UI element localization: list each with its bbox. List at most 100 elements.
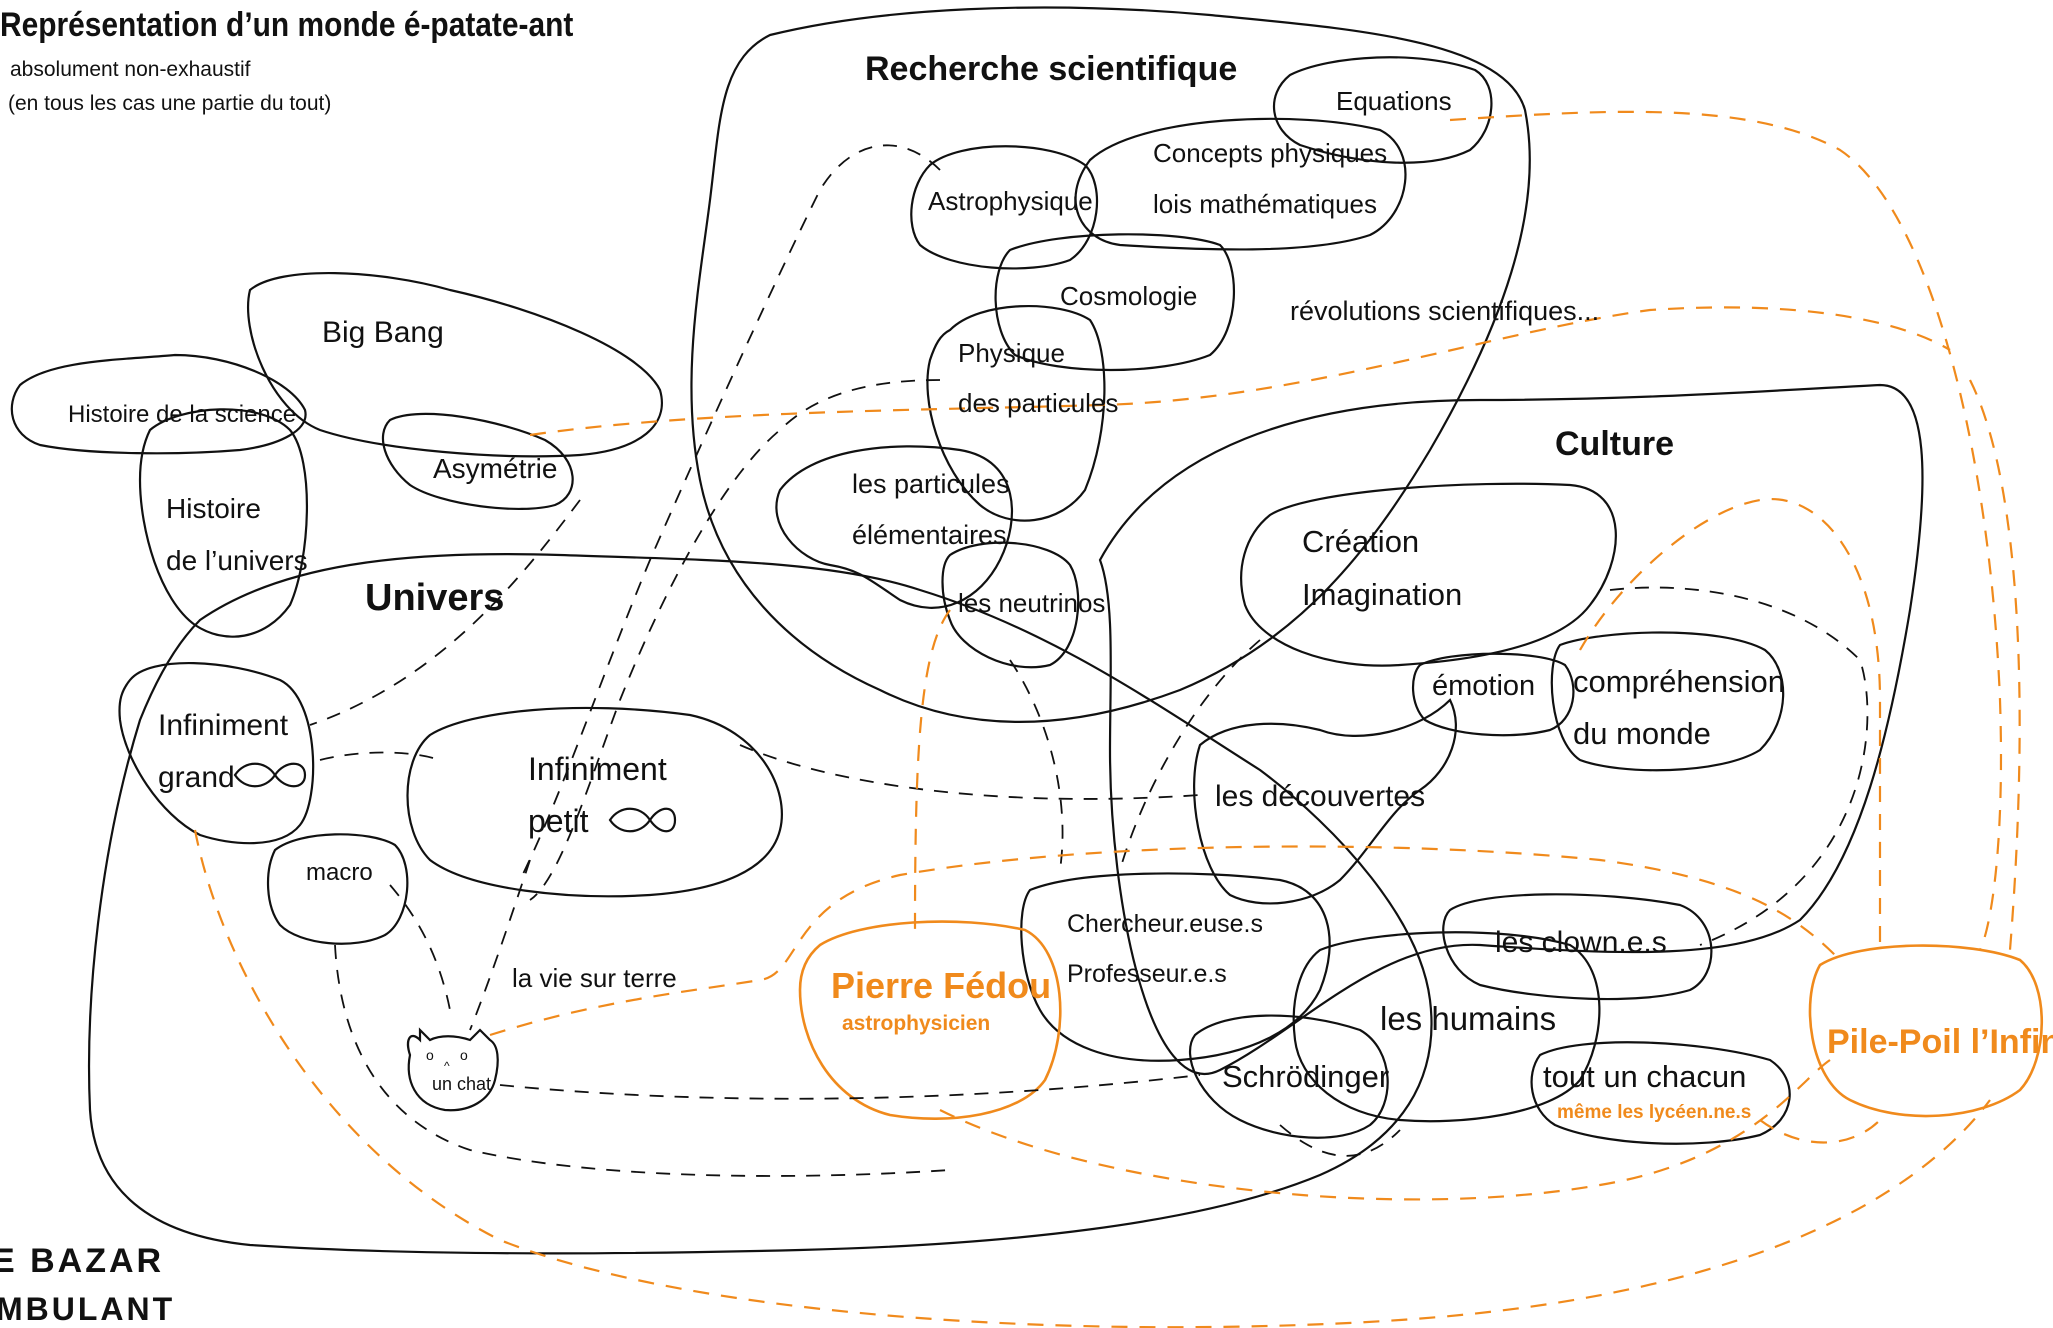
infinity-icon-grand: [233, 762, 307, 788]
connection-petit-decouvertes: [739, 744, 1201, 800]
label-physique: Physique: [958, 338, 1065, 368]
connection-petit-chat: [469, 859, 531, 1031]
label-macro: macro: [306, 859, 373, 886]
connection-chat-schrodinger: [499, 1074, 1201, 1100]
label-neutrinos: les neutrinos: [958, 588, 1105, 618]
label-histoire-science: Histoire de la science: [68, 401, 296, 428]
big-bang-blob: [247, 271, 663, 458]
label-big-bang: Big Bang: [322, 316, 444, 349]
orange-connection-grand-bottom: [193, 829, 1991, 1328]
cluster-culture: Culture: [1555, 425, 1674, 463]
connection-physique-vie: [529, 379, 941, 901]
connection-macro-down: [334, 944, 951, 1177]
label-decouvertes: les découvertes: [1215, 780, 1425, 813]
bazar-logo: E BAZAR MBULANT: [0, 1242, 172, 1327]
comprehension-monde-blob: [1550, 631, 1785, 772]
orange-connection-equations-pilepoil: [1449, 110, 2003, 951]
label-du-monde: du monde: [1573, 716, 1711, 751]
astrophysique-blob: [910, 145, 1099, 270]
label-creation: Création: [1302, 524, 1419, 559]
label-histoire: Histoire: [166, 493, 261, 524]
schrodinger-blob: [1189, 1014, 1389, 1139]
label-elementaires: élémentaires: [852, 520, 1007, 550]
label-des-particules: des particules: [958, 388, 1118, 418]
label-infiniment-petit-1: Infiniment: [528, 751, 667, 787]
infiniment-grand-blob: [118, 661, 315, 845]
culture-blob: [1098, 383, 1924, 1075]
orange-connection-pierre-pilepoil: [939, 1059, 1831, 1201]
label-astrophysicien: astrophysicien: [842, 1012, 990, 1035]
cluster-univers: Univers: [365, 577, 504, 619]
cosmologie-blob: [994, 233, 1235, 372]
clowns-blob: [1442, 893, 1713, 1001]
orange-connection-tout-pilepoil: [1759, 1119, 1881, 1144]
orange-connection-revolutions: [529, 306, 1951, 437]
chercheurs-blob: [1020, 872, 1331, 1062]
asymetrie-blob: [381, 412, 574, 510]
equations-blob: [1272, 56, 1493, 164]
particules-elementaires-blob: [775, 445, 1014, 609]
physique-particules-blob: [926, 304, 1106, 522]
neutrinos-blob: [941, 541, 1080, 669]
label-humains: les humains: [1380, 1000, 1556, 1037]
connection-astro-vie: [519, 144, 941, 881]
connection-univers-schrodinger: [1279, 1124, 1401, 1157]
tout-un-chacun-blob: [1530, 1041, 1791, 1145]
cat-nose: ^: [444, 1059, 450, 1073]
label-infiniment-grand-2: grand: [158, 761, 235, 794]
label-vie-sur-terre: la vie sur terre: [512, 963, 677, 993]
histoire-univers-blob: [138, 408, 308, 638]
label-tout-un-chacun: tout un chacun: [1543, 1059, 1746, 1094]
univers-blob: [88, 553, 1433, 1255]
label-clowns: les clown.e.s: [1495, 926, 1667, 959]
label-lyceens: même les lycéen.ne.s: [1557, 1102, 1751, 1123]
humains-blob: [1292, 931, 1601, 1123]
label-un-chat: un chat: [432, 1074, 491, 1094]
subtitle-line-1: absolument non-exhaustif: [10, 58, 251, 81]
label-de-l-univers: de l’univers: [166, 545, 308, 576]
connection-neutrinos-chercheurs: [1009, 659, 1064, 871]
cluster-recherche-scientifique: Recherche scientifique: [865, 50, 1237, 88]
concepts-physiques-blob: [1074, 117, 1407, 251]
label-infiniment-petit-2: petit: [528, 803, 589, 839]
label-asymetrie: Asymétrie: [433, 453, 557, 484]
infinity-icon-petit: [608, 807, 677, 833]
label-lois-mathematiques: lois mathématiques: [1153, 189, 1377, 219]
orange-connection-neutrinos-pierre: [913, 609, 951, 931]
pile-poil-blob: [1808, 944, 2043, 1118]
label-equations: Equations: [1336, 86, 1452, 116]
orange-connection-culture-pilepoil: [1579, 497, 1882, 950]
label-astrophysique: Astrophysique: [928, 186, 1093, 216]
infiniment-petit-blob: [406, 706, 783, 898]
connection-asymetrie-grand: [309, 499, 581, 726]
cat-eye-left: o: [426, 1047, 434, 1063]
label-concepts-physiques: Concepts physiques: [1153, 138, 1387, 168]
macro-blob: [267, 833, 409, 945]
orange-connection-pilepoil-right: [1969, 379, 2021, 951]
creation-imagination-blob: [1240, 482, 1617, 667]
subtitle-line-2: (en tous les cas une partie du tout): [8, 92, 331, 115]
map-title: Représentation d’un monde é-patate-ant: [0, 5, 574, 43]
label-les-particules: les particules: [852, 469, 1010, 499]
label-comprehension: compréhension: [1573, 664, 1785, 699]
orange-connection-chat-pierre: [489, 845, 1841, 1037]
connection-grand-petit: [319, 751, 441, 761]
label-pile-poil: Pile-Poil l’Infini: [1827, 1023, 2053, 1061]
label-pierre-fedou: Pierre Fédou: [831, 965, 1051, 1006]
label-schrodinger: Schrödinger: [1222, 1059, 1389, 1094]
pierre-fedou-blob: [798, 920, 1062, 1120]
label-chercheurs: Chercheur.euse.s: [1067, 910, 1263, 938]
label-professeurs: Professeur.e.s: [1067, 960, 1227, 988]
label-emotion: émotion: [1432, 670, 1535, 702]
label-imagination: Imagination: [1302, 577, 1462, 612]
connection-comprehension-clowns: [1609, 586, 1869, 946]
label-cosmologie: Cosmologie: [1060, 281, 1197, 311]
emotion-blob: [1411, 652, 1575, 737]
label-revolutions-scientifiques: révolutions scientifiques...: [1290, 296, 1599, 326]
connection-macro-chat: [389, 884, 451, 1011]
cat-eye-right: o: [460, 1047, 468, 1063]
connection-creation-chercheurs: [1119, 639, 1261, 871]
label-infiniment-grand-1: Infiniment: [158, 709, 289, 742]
decouvertes-blob: [1193, 698, 1457, 905]
